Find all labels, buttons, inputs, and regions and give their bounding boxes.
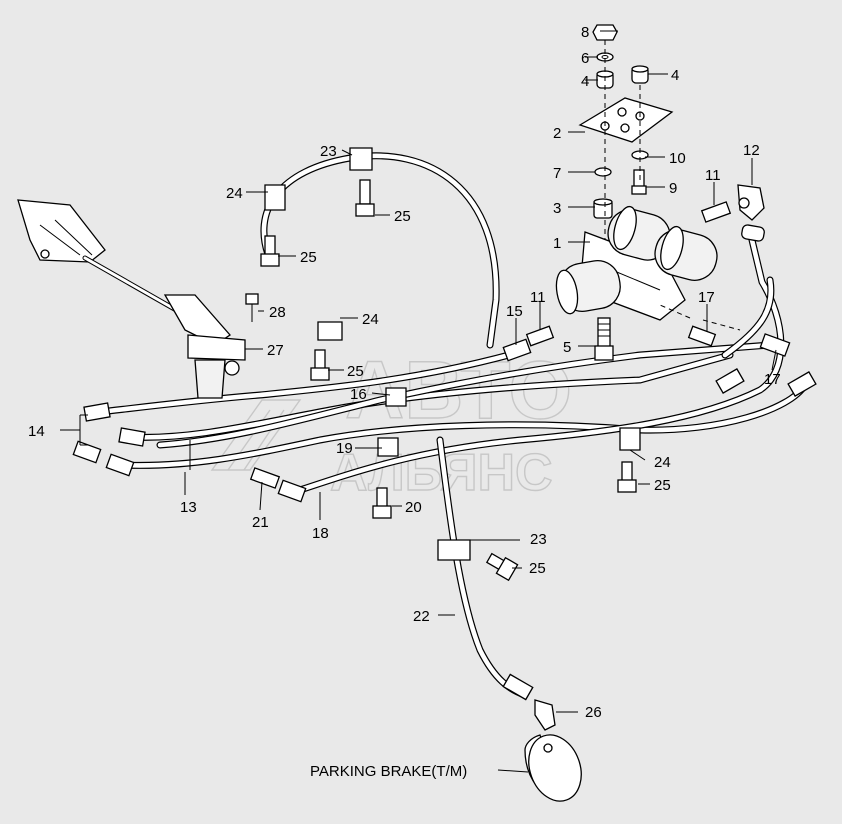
callout-20: 20 [405,499,422,516]
callout-24b: 24 [362,311,379,328]
callout-1: 1 [553,235,561,252]
callout-8: 8 [581,24,589,41]
callout-17b: 17 [764,371,781,388]
callout-5: 5 [563,339,571,356]
bolt-25a [355,179,375,217]
fasteners [260,24,649,582]
callout-16: 16 [350,386,367,403]
assembly-lines [604,40,741,331]
callout-21: 21 [252,514,269,531]
callout-10: 10 [669,150,686,167]
callout-6: 6 [581,50,589,67]
callout-24c: 24 [654,454,671,471]
callout-25a: 25 [394,208,411,225]
callout-13: 13 [180,499,197,516]
callout-12: 12 [743,142,760,159]
bolt-25d [617,461,637,493]
bolt-25e [485,552,519,582]
callout-3: 3 [553,200,561,217]
callout-25d: 25 [654,477,671,494]
loop-hose [260,152,500,349]
callout-15: 15 [506,303,523,320]
callout-19: 19 [336,440,353,457]
bolt-20 [372,487,392,519]
callout-11a: 11 [530,289,546,306]
hose-bundle [96,236,809,494]
callout-25c: 25 [347,363,364,380]
callout-2: 2 [553,125,561,142]
callout-25b: 25 [300,249,317,266]
callout-4b: 4 [671,67,679,84]
callout-27: 27 [267,342,284,359]
callout-23b: 23 [530,531,547,548]
callout-18: 18 [312,525,329,542]
parking-brake-caption: PARKING BRAKE(T/M) [310,763,467,780]
callout-17a: 17 [698,289,715,306]
bolt-25c [310,349,330,381]
bolt-25b [260,235,280,267]
callout-28: 28 [269,304,286,321]
callout-24a: 24 [226,185,243,202]
fittings [72,184,817,731]
callout-22: 22 [413,608,430,625]
callout-25e: 25 [529,560,546,577]
leader-lines [60,30,777,773]
valve-assembly [555,97,718,321]
callout-26: 26 [585,704,602,721]
callout-23a: 23 [320,143,337,160]
parking-brake-drum [524,734,582,802]
callout-14: 14 [28,423,45,440]
callout-4a: 4 [581,73,589,90]
callout-labels: 8 6 4 4 2 10 7 9 3 1 11 12 11 15 17 5 17… [28,24,781,780]
callout-11b: 11 [705,167,721,184]
clamps [264,147,641,561]
callout-7: 7 [553,165,561,182]
callout-9: 9 [669,180,677,197]
brake-pedal-assembly [17,199,259,399]
